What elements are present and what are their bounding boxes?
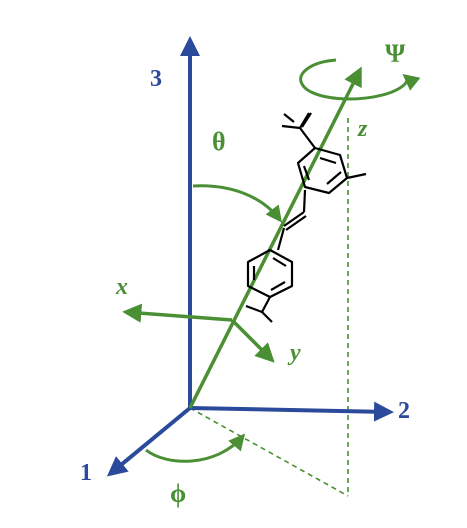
molecular-axes <box>122 66 362 409</box>
psi-rotation-arc <box>299 58 421 101</box>
y-axis <box>230 318 275 363</box>
z-projection-ground <box>189 407 349 497</box>
upper-ring-methyl <box>346 172 367 180</box>
axis-2 <box>189 401 394 422</box>
x-axis-label: x <box>115 274 128 300</box>
x-axis <box>122 303 233 323</box>
angle-arcs <box>145 58 421 463</box>
psi-label: Ψ <box>385 39 406 68</box>
phi-label: ϕ <box>170 479 186 508</box>
projection-lines <box>189 118 349 497</box>
lab-axes <box>106 36 394 477</box>
axis-2-label: 2 <box>398 398 410 424</box>
axis-1-label: 1 <box>80 460 92 486</box>
axis-1 <box>106 406 192 477</box>
phi-arc <box>145 433 246 463</box>
theta-arc <box>192 184 282 223</box>
z-axis <box>188 66 362 409</box>
theta-label: θ <box>212 127 226 156</box>
z-axis-label: z <box>357 116 368 142</box>
molecule <box>245 112 367 323</box>
vinyl-link <box>302 189 307 213</box>
y-axis-label: y <box>287 340 301 366</box>
axis-3-label: 3 <box>150 66 162 92</box>
upper-benzene-ring <box>296 146 349 195</box>
